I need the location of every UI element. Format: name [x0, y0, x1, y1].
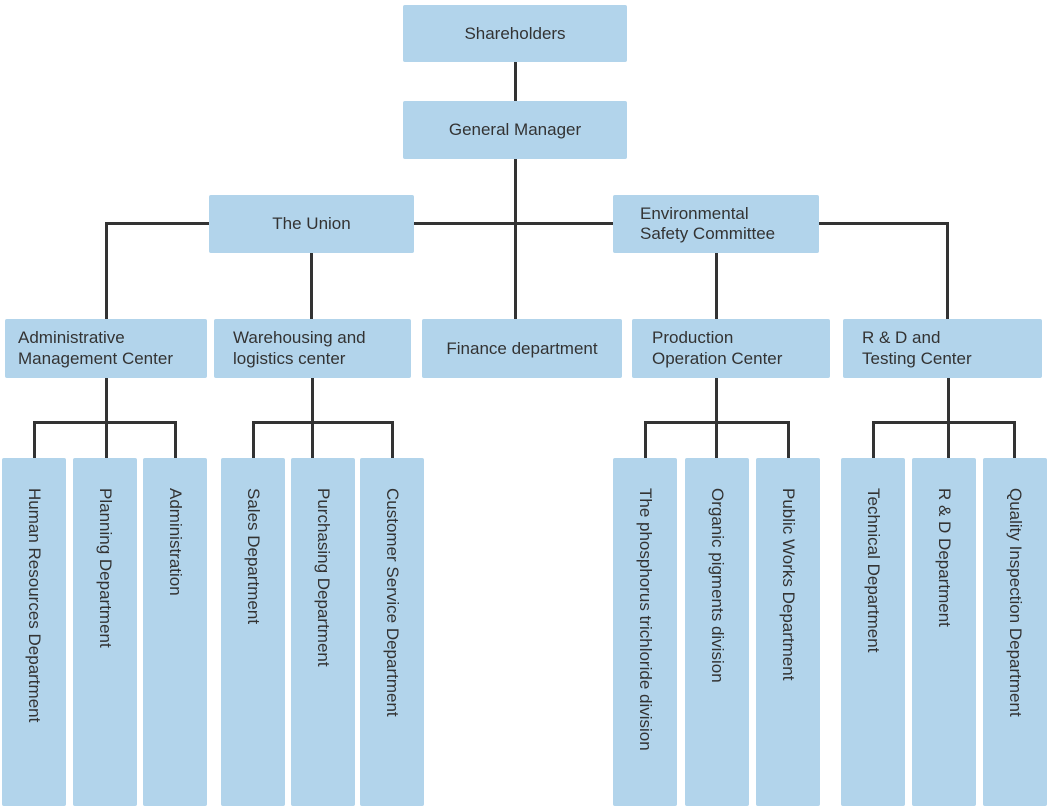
vertical-label: Human Resources Department	[25, 488, 44, 723]
org-node-production-operation-center: Production Operation Center	[632, 319, 830, 378]
connector-line	[947, 378, 950, 424]
connector-line	[946, 222, 949, 320]
vertical-label: Planning Department	[96, 488, 115, 648]
org-node-general-manager: General Manager	[403, 101, 627, 159]
connector-line	[787, 421, 790, 458]
org-node-purchasing-department: Purchasing Department	[291, 458, 355, 806]
org-node-environmental-safety-committee: Environmental Safety Committee	[613, 195, 819, 253]
org-node-administration: Administration	[143, 458, 207, 806]
org-node-warehousing-logistics-center: Warehousing and logistics center	[214, 319, 411, 378]
vertical-label: Purchasing Department	[314, 488, 333, 667]
org-node-rd-department: R & D Department	[912, 458, 976, 806]
connector-line	[1013, 421, 1016, 458]
org-node-organic-pigments-division: Organic pigments division	[685, 458, 749, 806]
connector-line	[872, 421, 1016, 424]
vertical-label: Technical Department	[864, 488, 883, 653]
vertical-label: R & D Department	[935, 488, 954, 627]
connector-line	[514, 62, 517, 103]
connector-line	[715, 421, 718, 458]
org-node-shareholders: Shareholders	[403, 5, 627, 62]
vertical-label: Quality Inspection Department	[1006, 488, 1025, 717]
connector-line	[105, 222, 213, 225]
connector-line	[252, 421, 394, 424]
connector-line	[413, 222, 615, 225]
connector-line	[33, 421, 36, 458]
connector-line	[715, 253, 718, 319]
vertical-label: Sales Department	[244, 488, 263, 625]
connector-line	[105, 222, 108, 320]
connector-line	[391, 421, 394, 458]
vertical-label: Customer Service Department	[383, 488, 402, 717]
org-node-administrative-management-center: Administrative Management Center	[5, 319, 207, 378]
vertical-label: Public Works Department	[779, 488, 798, 681]
connector-line	[310, 253, 313, 319]
org-node-quality-inspection-department: Quality Inspection Department	[983, 458, 1047, 806]
org-node-sales-department: Sales Department	[221, 458, 285, 806]
org-node-finance-department: Finance department	[422, 319, 622, 378]
connector-line	[311, 421, 314, 458]
org-node-public-works-department: Public Works Department	[756, 458, 820, 806]
org-node-customer-service-department: Customer Service Department	[360, 458, 424, 806]
org-node-the-union: The Union	[209, 195, 414, 253]
connector-line	[311, 378, 314, 424]
connector-line	[174, 421, 177, 458]
org-node-technical-department: Technical Department	[841, 458, 905, 806]
vertical-label: Organic pigments division	[708, 488, 727, 683]
connector-line	[818, 222, 949, 225]
connector-line	[105, 378, 108, 424]
connector-line	[644, 421, 647, 458]
org-node-rd-and-testing-center: R & D and Testing Center	[843, 319, 1042, 378]
vertical-label: Administration	[166, 488, 185, 596]
connector-line	[252, 421, 255, 458]
connector-line	[715, 378, 718, 424]
connector-line	[105, 421, 108, 458]
connector-line	[947, 421, 950, 458]
org-node-planning-department: Planning Department	[73, 458, 137, 806]
org-node-phosphorus-trichloride-division: The phosphorus trichloride division	[613, 458, 677, 806]
connector-line	[872, 421, 875, 458]
vertical-label: The phosphorus trichloride division	[636, 488, 655, 751]
connector-line	[514, 159, 517, 320]
org-node-human-resources-department: Human Resources Department	[2, 458, 66, 806]
